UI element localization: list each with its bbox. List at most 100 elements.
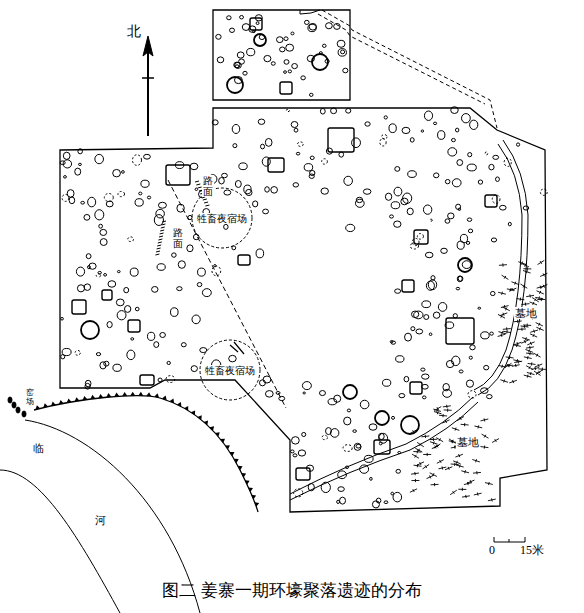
grave bbox=[461, 423, 469, 426]
grave bbox=[537, 286, 545, 289]
storage-pit bbox=[298, 142, 304, 146]
storage-pit bbox=[106, 201, 113, 207]
storage-pit bbox=[319, 391, 325, 396]
grave bbox=[436, 438, 443, 442]
storage-pit bbox=[441, 248, 448, 253]
grave bbox=[516, 298, 524, 301]
storage-pit bbox=[293, 454, 297, 457]
storage-pit bbox=[304, 20, 309, 24]
storage-pit bbox=[86, 254, 91, 259]
storage-pit bbox=[389, 124, 396, 133]
storage-pit bbox=[310, 170, 315, 175]
scale-bar bbox=[494, 537, 525, 542]
grave bbox=[411, 472, 419, 475]
storage-pit bbox=[445, 179, 450, 183]
storage-pit bbox=[235, 62, 242, 68]
storage-pit bbox=[130, 268, 138, 276]
storage-pit bbox=[326, 148, 332, 154]
storage-pit bbox=[322, 435, 327, 439]
storage-pit bbox=[393, 492, 402, 502]
storage-pit bbox=[322, 159, 328, 164]
storage-pit bbox=[147, 332, 154, 340]
storage-pit bbox=[466, 380, 473, 387]
storage-pit bbox=[85, 383, 90, 389]
storage-pit bbox=[451, 107, 459, 114]
storage-pit bbox=[364, 455, 373, 462]
storage-pit bbox=[452, 179, 461, 187]
storage-pit bbox=[239, 59, 245, 64]
storage-pit bbox=[365, 122, 370, 126]
storage-pit bbox=[491, 291, 496, 295]
storage-pit bbox=[310, 93, 314, 96]
storage-pit bbox=[504, 158, 511, 166]
storage-pit bbox=[188, 215, 192, 219]
storage-pit bbox=[104, 274, 107, 277]
storage-pit bbox=[61, 317, 64, 320]
road-hatch bbox=[196, 184, 200, 185]
road-hatch bbox=[203, 199, 207, 200]
storage-pit bbox=[343, 68, 348, 73]
storage-pit bbox=[490, 332, 494, 335]
storage-pit bbox=[416, 329, 423, 334]
storage-pit bbox=[385, 193, 391, 200]
storage-pit bbox=[128, 237, 134, 242]
north-excavation-area bbox=[213, 10, 350, 100]
storage-pit bbox=[291, 450, 294, 453]
storage-pit bbox=[256, 22, 259, 25]
storage-pit bbox=[481, 332, 490, 339]
storage-pit bbox=[391, 341, 396, 344]
round-house bbox=[343, 385, 357, 399]
terrace-tooth bbox=[43, 403, 48, 407]
storage-pit bbox=[230, 28, 235, 32]
grave bbox=[526, 352, 534, 355]
storage-pit bbox=[485, 152, 488, 155]
road-hatch bbox=[156, 251, 160, 252]
house-foundation bbox=[72, 300, 86, 314]
storage-pit bbox=[131, 338, 134, 340]
storage-pit bbox=[325, 59, 329, 63]
storage-pit bbox=[500, 205, 507, 210]
grave bbox=[431, 483, 439, 486]
storage-pit bbox=[113, 364, 121, 371]
house-foundation bbox=[140, 375, 154, 385]
grave bbox=[524, 375, 532, 378]
grave bbox=[526, 294, 534, 297]
grave bbox=[410, 430, 417, 434]
road-hatch bbox=[157, 248, 161, 249]
excavation-boundary bbox=[60, 108, 547, 512]
grave bbox=[526, 346, 534, 349]
storage-pit bbox=[384, 501, 388, 504]
road-hatch bbox=[158, 242, 162, 243]
grave bbox=[522, 264, 529, 267]
storage-pit bbox=[63, 160, 71, 168]
storage-pit bbox=[391, 202, 400, 209]
grave bbox=[485, 482, 493, 485]
terrace-edge bbox=[34, 396, 258, 512]
storage-pit bbox=[77, 285, 84, 292]
storage-pit bbox=[125, 306, 131, 313]
storage-pit bbox=[160, 332, 166, 337]
storage-pit bbox=[271, 62, 275, 66]
storage-pit bbox=[517, 143, 520, 146]
terrace-tooth bbox=[255, 502, 260, 507]
night-pen-area: 牲畜夜宿场 bbox=[199, 339, 261, 401]
ditch-line bbox=[474, 144, 522, 390]
storage-pit bbox=[124, 287, 129, 292]
road-hatch bbox=[198, 187, 202, 188]
storage-pit bbox=[212, 266, 221, 276]
storage-pit bbox=[470, 345, 475, 350]
storage-pit bbox=[217, 57, 224, 63]
storage-pit bbox=[75, 168, 81, 175]
storage-pit bbox=[284, 60, 289, 65]
storage-pit bbox=[422, 396, 426, 399]
storage-pit bbox=[147, 196, 150, 199]
storage-pit bbox=[407, 208, 413, 215]
storage-pit bbox=[132, 155, 141, 166]
road-hatch bbox=[158, 239, 162, 240]
storage-pit bbox=[195, 188, 198, 190]
storage-pit bbox=[177, 204, 184, 212]
storage-pit bbox=[334, 23, 341, 29]
grave bbox=[512, 364, 520, 367]
terrace-tooth bbox=[98, 394, 103, 398]
storage-pit bbox=[340, 497, 346, 504]
